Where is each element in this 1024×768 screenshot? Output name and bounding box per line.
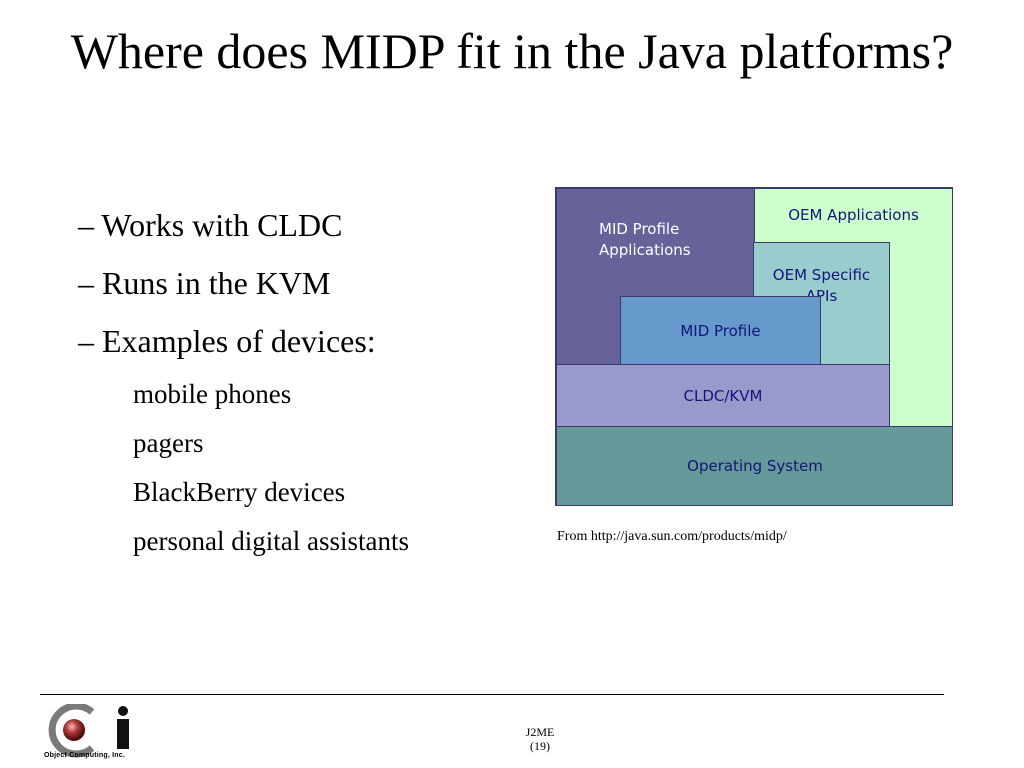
footer-label: J2ME (19): [440, 725, 640, 753]
layer-label: Operating System: [687, 457, 823, 475]
layer-label: OEM Applications: [788, 206, 919, 224]
sub-bullet-item: mobile phones: [133, 379, 292, 409]
bullet-item: – Runs in the KVM: [78, 265, 331, 301]
layer-mid-profile: MID Profile: [620, 296, 821, 366]
slide-title: Where does MIDP fit in the Java platform…: [70, 23, 954, 79]
diagram-caption: From http://java.sun.com/products/midp/: [557, 529, 787, 544]
layer-label: Applications: [599, 241, 691, 259]
midp-architecture-diagram: OEM Applications MID Profile Application…: [555, 187, 953, 506]
footer-divider: [40, 694, 944, 695]
layer-label: CLDC/KVM: [683, 386, 763, 405]
oci-logo-icon: [48, 704, 129, 758]
page-number: (19): [530, 739, 550, 753]
footer-title: J2ME: [525, 725, 555, 739]
sub-bullet-item: pagers: [133, 428, 204, 458]
layer-cldc-kvm: CLDC/KVM: [556, 364, 890, 428]
sub-bullet-item: BlackBerry devices: [133, 477, 346, 507]
layer-label: MID Profile: [680, 321, 761, 340]
bullet-list: – Works with CLDC – Runs in the KVM – Ex…: [78, 196, 538, 566]
layer-operating-system: Operating System: [556, 426, 952, 505]
bullet-item: – Examples of devices:: [78, 323, 376, 359]
layer-label: MID Profile: [599, 220, 680, 238]
bullet-item: – Works with CLDC: [78, 207, 343, 243]
sub-bullet-item: personal digital assistants: [133, 526, 409, 556]
layer-label: OEM Specific: [772, 266, 871, 284]
logo-text: Object Computing, Inc.: [44, 752, 126, 759]
